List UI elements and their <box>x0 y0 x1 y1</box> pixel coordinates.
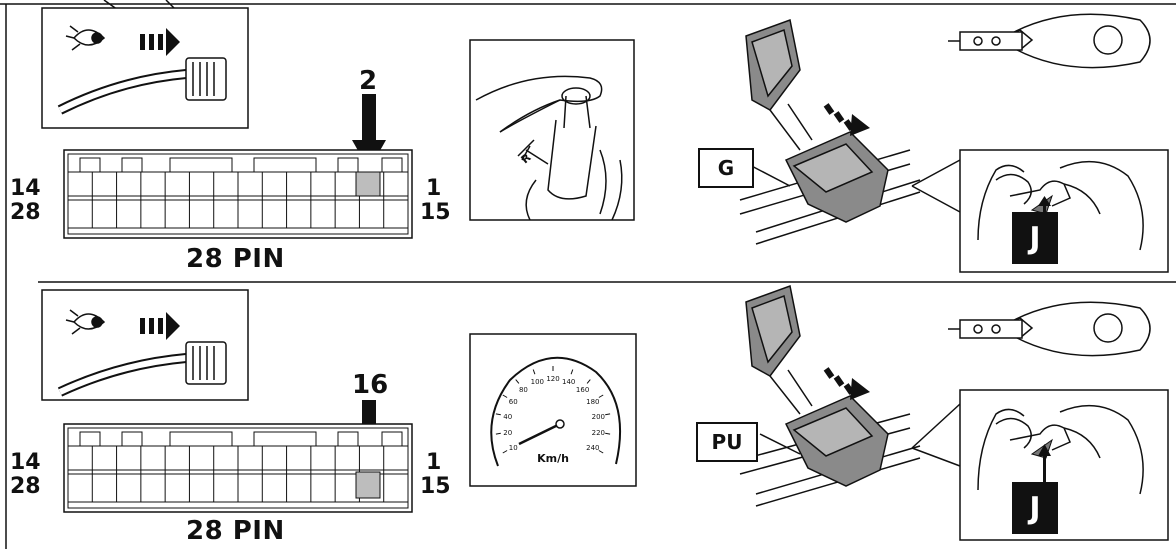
inspect-connector-panel-top <box>42 8 248 128</box>
speedo-tick-label: 140 <box>562 378 575 386</box>
highlighted-pin <box>356 472 380 498</box>
crimping-pliers-icon <box>948 302 1150 355</box>
gear-shift-panel: R <box>470 40 634 220</box>
pin-label-left-top: 14 <box>10 450 41 475</box>
speedo-tick-label: 160 <box>576 386 589 394</box>
wire-tag-bottom: PU <box>696 422 758 462</box>
pin-label-right-top: 1 <box>426 450 441 475</box>
speedo-tick-label: 220 <box>592 429 605 437</box>
wire-tap-connector-bottom <box>740 286 920 506</box>
connector-28pin-bottom <box>64 400 412 512</box>
clip-label-top: J <box>1012 212 1058 264</box>
wire-tag-top: G <box>698 148 754 188</box>
pin-label-right-bottom: 15 <box>420 200 451 225</box>
speedo-tick-label: 60 <box>509 398 518 406</box>
pin-label-left-bottom: 28 <box>10 200 41 225</box>
highlighted-pin <box>356 172 380 196</box>
speedo-tick-label: 180 <box>586 398 599 406</box>
pin-label-left-top: 14 <box>10 176 41 201</box>
speedo-tick-label: 240 <box>586 444 599 452</box>
pin-label-right-bottom: 15 <box>420 474 451 499</box>
speedo-tick-label: 20 <box>503 429 512 437</box>
clip-label-bottom: J <box>1012 482 1058 534</box>
pin-label-right-top: 1 <box>426 176 441 201</box>
speedo-tick-label: 40 <box>503 413 512 421</box>
connector-title-bottom: 28 PIN <box>186 516 285 546</box>
speedo-unit-label: Km/h <box>537 452 569 465</box>
arrow-down-right-icon <box>824 103 870 136</box>
pin-number-top: 2 <box>359 66 377 96</box>
inspect-connector-panel-bottom <box>42 290 248 400</box>
crimping-pliers-icon <box>948 14 1150 67</box>
pin-number-bottom: 16 <box>352 370 388 400</box>
pin-label-left-bottom: 28 <box>10 474 41 499</box>
wire-tap-connector-top <box>740 20 920 244</box>
connector-title-top: 28 PIN <box>186 244 285 274</box>
speedo-tick-label: 80 <box>519 386 528 394</box>
speedo-tick-label: 10 <box>509 444 518 452</box>
speedo-tick-label: 200 <box>592 413 605 421</box>
speedo-tick-label: 100 <box>531 378 544 386</box>
arrow-down-right-icon <box>824 367 870 400</box>
speedo-tick-label: 120 <box>546 375 559 383</box>
